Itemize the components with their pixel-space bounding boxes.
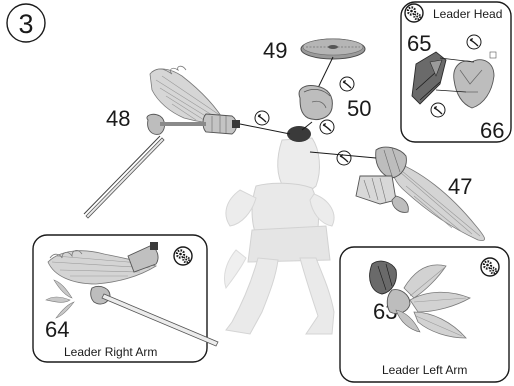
part-49-hat xyxy=(301,39,365,59)
inset-title-leader-right-arm: Leader Right Arm xyxy=(64,345,157,359)
part-number-48: 48 xyxy=(106,106,130,131)
part-number-50: 50 xyxy=(347,96,371,121)
glue-drop-icon xyxy=(340,77,354,91)
gears-icon xyxy=(174,247,192,265)
inset-leader-right-arm: Leader Right Arm 64 xyxy=(33,235,218,362)
glue-drop-icon xyxy=(431,103,445,117)
part-50-head xyxy=(299,86,332,120)
inset-title-leader-left-arm: Leader Left Arm xyxy=(382,363,467,377)
gears-icon xyxy=(481,258,499,276)
part-number-66: 66 xyxy=(480,118,504,143)
inset-title-leader-head: Leader Head xyxy=(433,7,502,21)
inset-leader-head: Leader Head 65 66 xyxy=(401,2,511,143)
part-number-47: 47 xyxy=(448,174,472,199)
part-number-49: 49 xyxy=(263,38,287,63)
part-number-64: 64 xyxy=(45,317,69,342)
part-48-wing-arm xyxy=(84,66,240,218)
neck-socket xyxy=(287,126,311,142)
glue-drop-icon xyxy=(255,111,269,125)
part-number-65: 65 xyxy=(407,31,431,56)
leader-body-figure xyxy=(224,138,334,334)
inset-leader-left-arm: Leader Left Arm 63 xyxy=(340,247,509,382)
step-badge: 3 xyxy=(7,4,45,42)
glue-drop-icon xyxy=(467,35,481,49)
gears-icon xyxy=(405,4,423,22)
assembly-line xyxy=(317,57,333,90)
assembly-line xyxy=(240,124,290,134)
step-number: 3 xyxy=(18,9,33,39)
glue-drop-icon xyxy=(320,120,334,134)
glue-drop-icon xyxy=(337,151,351,165)
